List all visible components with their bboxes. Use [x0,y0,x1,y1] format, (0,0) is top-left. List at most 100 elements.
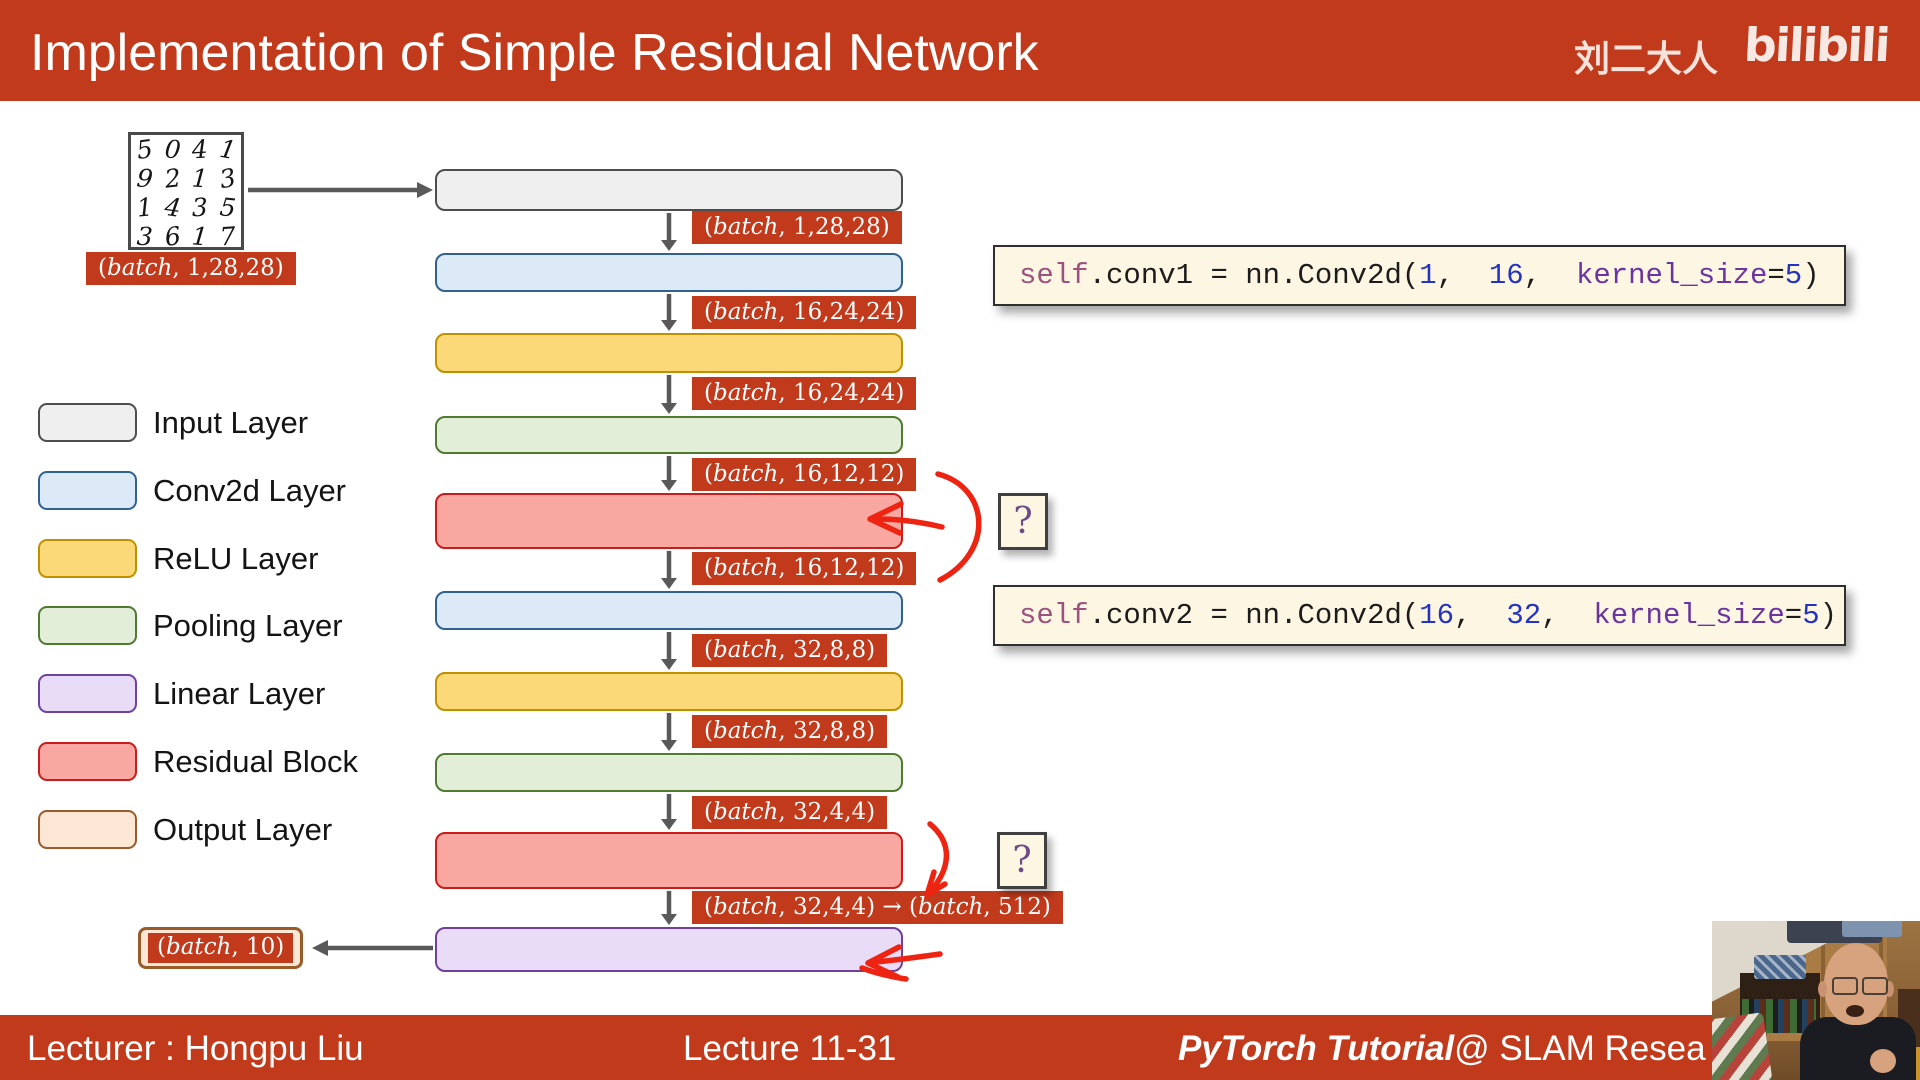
layer-box-relu-6 [435,672,903,711]
shape-chip-3: (batch, 16,12,12) [692,458,917,491]
mnist-digit: 9 [135,163,155,194]
flow-arrow-3 [661,456,677,491]
code-token: self [1019,599,1089,632]
page-title: Implementation of Simple Residual Networ… [30,24,1039,82]
legend-label: ReLU Layer [153,540,319,576]
channel-name: 刘二大人 [1574,38,1719,79]
code-token: 5 [1802,599,1820,632]
code-token: , [1454,599,1507,632]
code-token: .conv1 = nn.Conv2d( [1088,259,1420,292]
layer-box-conv2d-1 [435,253,903,292]
legend-item-input-layer: Input Layer [38,403,308,442]
code-token: 1 [1419,259,1437,292]
layer-box-input-0 [435,169,903,211]
legend-swatch [38,403,137,442]
legend-swatch [38,674,137,713]
flow-arrow-1 [661,294,677,331]
input-shape-chip: (batch, 1,28,28) [86,252,296,285]
legend-label: Residual Block [153,743,359,779]
shape-chip-2: (batch, 16,24,24) [692,377,917,410]
code-token: , [1523,259,1576,292]
output-layer-box: (batch, 10) [138,927,304,969]
code-token: ) [1819,599,1837,632]
bilibili-logo: bilibili [1742,18,1890,72]
question-box-1: ? [998,493,1048,550]
flow-arrow-2 [661,375,677,414]
flow-arrow-4 [661,551,677,589]
webcam-person-glasses [1862,977,1888,995]
code-token: = [1767,259,1785,292]
code-token: kernel_size [1593,599,1785,632]
mnist-digit: 7 [218,221,237,252]
layer-box-linear-9 [435,927,903,972]
question-box-2: ? [997,832,1047,889]
legend-item-relu-layer: ReLU Layer [38,539,318,578]
footer-bar: Lecturer : Hongpu Liu Lecture 11-31 PyTo… [0,1015,1920,1080]
code-token: 16 [1488,259,1524,292]
layer-box-relu-2 [435,333,903,373]
webcam-person-ear [1885,981,1894,997]
mnist-digit: 0 [163,134,182,165]
flow-arrow-0 [661,213,677,251]
mnist-digit: 3 [191,192,209,223]
mnist-digit: 5 [134,134,155,165]
mnist-digit: 2 [162,163,182,194]
legend-swatch [38,539,137,578]
mnist-digit: 5 [217,192,237,223]
arrow-mnist-to-input [248,182,433,198]
legend-label: Pooling Layer [153,607,343,643]
legend-swatch [38,606,137,645]
code-token: 16 [1419,599,1455,632]
code-token: .conv2 = nn.Conv2d( [1088,599,1420,632]
code-snippet-conv2: self.conv2 = nn.Conv2d(16, 32, kernel_si… [993,585,1846,646]
mnist-digit: 6 [162,221,182,252]
shape-chip-8: (batch, 32,4,4) → (batch, 512) [692,891,1063,924]
legend-item-residual-block: Residual Block [38,742,358,781]
legend-label: Input Layer [153,404,309,440]
legend-item-pooling-layer: Pooling Layer [38,606,343,645]
webcam-person-hand [1870,1049,1896,1073]
code-token: ) [1802,259,1820,292]
shape-chip-6: (batch, 32,8,8) [692,715,888,748]
layer-box-conv2d-5 [435,591,903,630]
webcam-person-glasses [1832,977,1858,995]
layer-box-residual-4 [435,493,903,549]
shape-chip-0: (batch, 1,28,28) [692,211,902,244]
code-snippet-conv1: self.conv1 = nn.Conv2d(1, 16, kernel_siz… [993,245,1846,306]
layer-box-pooling-3 [435,416,903,454]
code-token: kernel_size [1575,259,1768,292]
code-token: , [1541,599,1594,632]
legend-swatch [38,742,137,781]
shape-chip-1: (batch, 16,24,24) [692,296,917,329]
webcam-overlay [1712,921,1920,1080]
shape-chip-7: (batch, 32,4,4) [692,796,888,829]
legend-label: Output Layer [153,811,333,847]
legend-swatch [38,810,137,849]
code-token: = [1784,599,1803,632]
webcam-top-box [1842,921,1902,937]
legend-swatch [38,471,137,510]
mnist-digit: 3 [216,162,238,195]
flow-arrow-8 [661,891,677,925]
webcam-bed [1712,1012,1773,1080]
shape-chip-4: (batch, 16,12,12) [692,552,917,585]
code-token: , [1436,259,1489,292]
legend-label: Conv2d Layer [153,472,347,508]
output-shape-chip: (batch, 10) [148,933,294,963]
flow-arrow-5 [661,632,677,670]
webcam-person-mouth [1846,1005,1864,1017]
footer-course-rest: @ SLAM Resea [1454,1029,1706,1068]
mnist-digit: 1 [190,221,209,252]
layer-box-residual-8 [435,832,903,889]
mnist-digit: 1 [135,192,154,223]
footer-lecturer: Lecturer : Hongpu Liu [27,1029,364,1068]
webcam-person-torso [1800,1017,1916,1080]
mnist-digit: 3 [136,221,154,252]
legend-item-conv2d-layer: Conv2d Layer [38,471,346,510]
code-token: 32 [1506,599,1542,632]
layer-box-pooling-7 [435,753,903,792]
arrow-linear-to-output [312,940,433,956]
legend-item-output-layer: Output Layer [38,810,332,849]
